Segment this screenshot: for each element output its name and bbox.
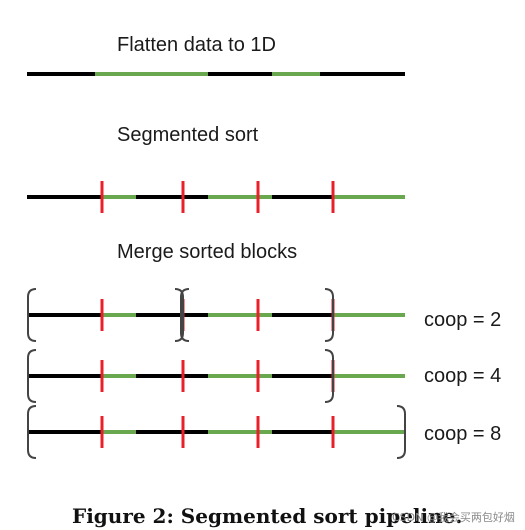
flatten-label: Flatten data to 1D [117, 34, 276, 56]
figure-caption: Figure 2: Segmented sort pipeline. [72, 504, 462, 528]
watermark: CSDN @我会买两包好烟 [392, 510, 515, 524]
coop-8-label: coop = 8 [424, 423, 501, 445]
coop-2-label: coop = 2 [424, 309, 501, 331]
open-bracket [180, 288, 190, 342]
merge-row-coop-4 [27, 349, 405, 403]
merge-row-coop-8 [27, 405, 406, 459]
merge-label: Merge sorted blocks [117, 241, 297, 263]
segmented-row [27, 181, 405, 213]
merge-row-coop-2 [27, 288, 405, 342]
coop-4-label: coop = 4 [424, 365, 501, 387]
open-bracket [27, 288, 37, 342]
segmented-sort-label: Segmented sort [117, 124, 259, 146]
open-bracket [27, 349, 37, 403]
close-bracket [396, 405, 406, 459]
close-bracket [174, 288, 184, 342]
open-bracket [27, 405, 37, 459]
close-bracket [324, 288, 334, 342]
close-bracket [324, 349, 334, 403]
